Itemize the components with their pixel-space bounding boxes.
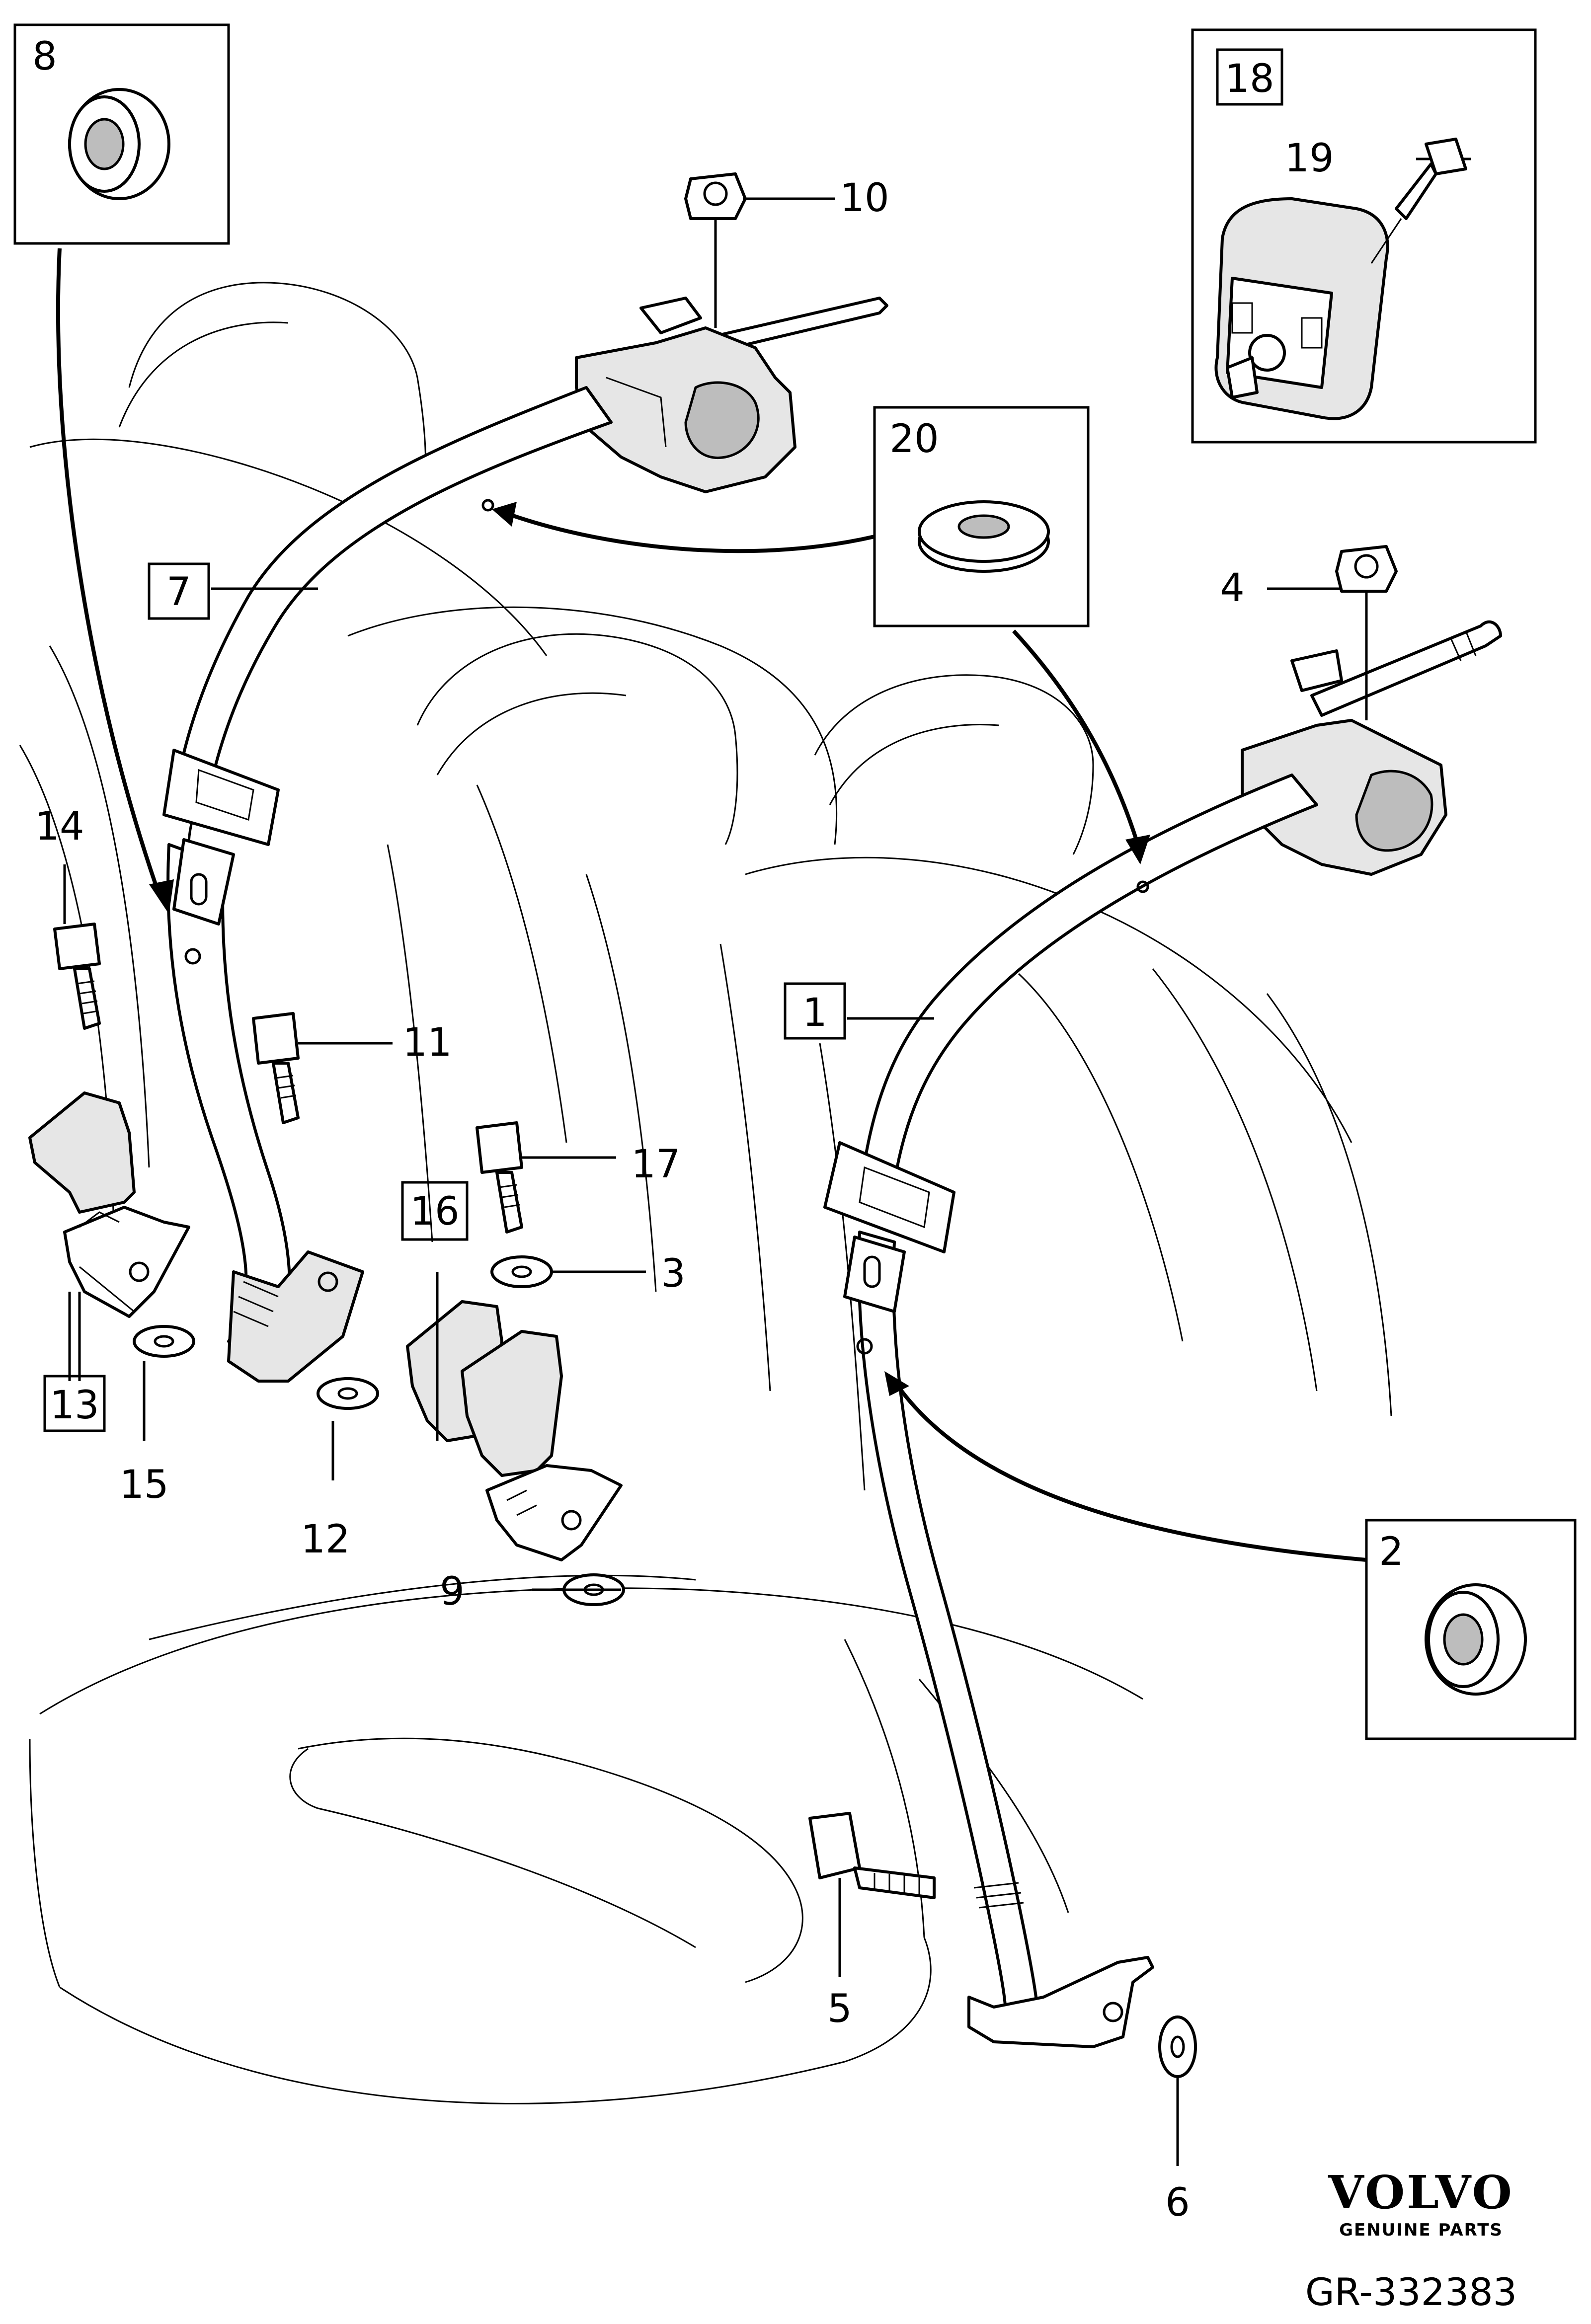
- buckle-13: [28, 1091, 190, 1318]
- inset-box-2: [1365, 1519, 1577, 1740]
- svg-text:GENUINE PARTS: GENUINE PARTS: [1339, 2220, 1503, 2240]
- callout-12: 12: [301, 1517, 350, 1562]
- callout-6: 6: [1165, 2180, 1190, 2225]
- document-number: GR-332383: [1305, 2270, 1517, 2314]
- bolt-14: [53, 923, 101, 1030]
- nut-4: [1335, 545, 1398, 593]
- callout-16: 16: [410, 1189, 459, 1234]
- callout-5: 5: [827, 1987, 852, 2031]
- bolt-5: [808, 1812, 936, 1899]
- callout-1: 1: [802, 991, 827, 1035]
- callout-10: 10: [840, 176, 889, 221]
- callout-18: 18: [1225, 57, 1274, 101]
- callout-2: 2: [1379, 1530, 1404, 1574]
- washers: [133, 1255, 1197, 2078]
- bolt-11: [252, 1012, 300, 1124]
- buckle-16: [406, 1300, 623, 1561]
- right-belt-assembly: [823, 620, 1502, 2048]
- callout-7: 7: [166, 570, 191, 615]
- callout-3: 3: [661, 1251, 686, 1296]
- inset-box-18: [1191, 28, 1537, 444]
- callout-17: 17: [631, 1142, 680, 1187]
- inset-box-8: [13, 23, 230, 245]
- seat-outline: [19, 282, 1392, 2104]
- callout-11: 11: [402, 1020, 452, 1065]
- left-belt-assembly: [162, 297, 888, 1383]
- reference-arrows: [56, 248, 1367, 1562]
- callout-15: 15: [119, 1463, 168, 1507]
- callout-9: 9: [440, 1569, 465, 1614]
- callout-13: 13: [50, 1383, 99, 1428]
- inset-box-20: [873, 406, 1090, 627]
- callout-14: 14: [35, 804, 84, 849]
- callout-8: 8: [32, 34, 57, 79]
- callout-labels: 1 2 3 4 5 6 7 8 9 10 11 12 13 14 15 16 1…: [32, 34, 1404, 2225]
- nut-10: [684, 172, 747, 220]
- bolt-17: [476, 1121, 523, 1234]
- callout-19: 19: [1284, 136, 1334, 181]
- callout-4: 4: [1220, 566, 1245, 611]
- leader-lines: [63, 157, 1471, 2166]
- svg-text:VOLVO: VOLVO: [1328, 2166, 1514, 2219]
- callout-20: 20: [889, 417, 939, 462]
- volvo-logo: VOLVO GENUINE PARTS: [1328, 2166, 1514, 2240]
